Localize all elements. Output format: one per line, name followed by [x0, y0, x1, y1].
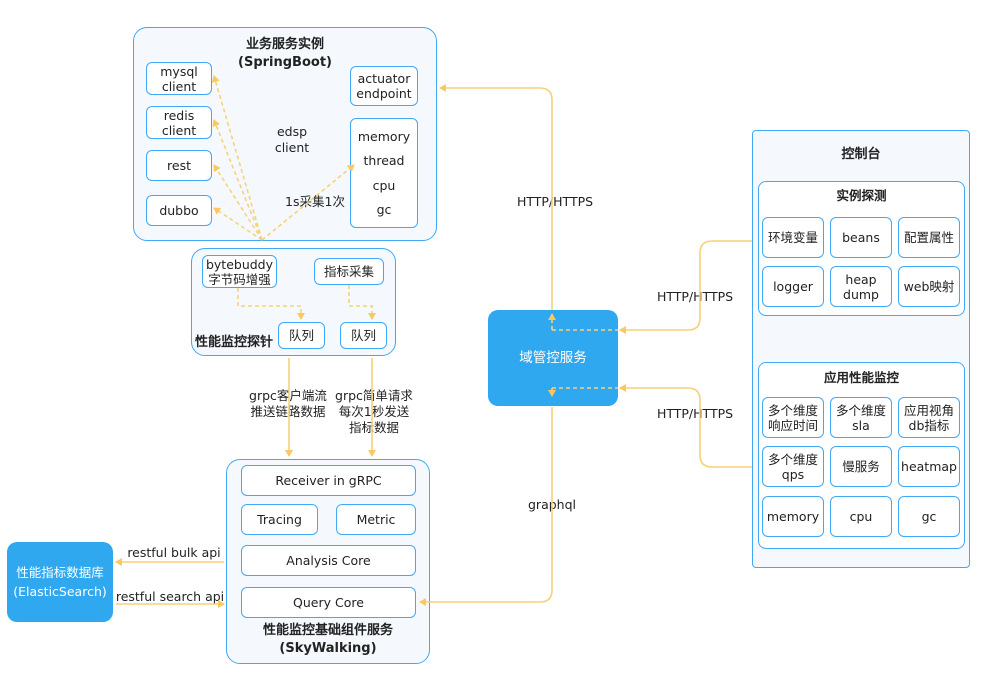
apm-item-sla: 多个维度 sla: [830, 397, 892, 438]
apm-item-heatmap: heatmap: [898, 446, 960, 487]
apm-item-response-time: 多个维度 响应时间: [762, 397, 824, 438]
apm-item-memory: memory: [762, 496, 824, 537]
runtime-metrics-box: memory thread cpu gc: [350, 118, 418, 228]
probe-title: 性能监控探针: [194, 335, 273, 350]
instance-probe-title: 实例探测: [836, 188, 887, 203]
metric-memory-label: memory: [357, 128, 411, 144]
instrumentation-dashed-lines: [211, 75, 618, 397]
dubbo-box: dubbo: [146, 195, 212, 226]
tracing-box: Tracing: [241, 504, 318, 535]
http-probe-label: HTTP/HTTPS: [656, 289, 734, 304]
metric-collect-box: 指标采集: [314, 258, 384, 285]
business-service-title: 业务服务实例 (SpringBoot): [238, 37, 332, 70]
probe-item-beans: beans: [830, 217, 892, 258]
apm-item-qps: 多个维度 qps: [762, 446, 824, 487]
actuator-endpoint-box: actuator endpoint: [350, 66, 418, 106]
console-apm-connector: [619, 384, 752, 468]
console-probe-connector: [619, 240, 752, 334]
apm-item-gc: gc: [898, 496, 960, 537]
graphql-connector: [419, 407, 553, 606]
analysis-core-box: Analysis Core: [241, 545, 416, 576]
domain-to-business-arrow: [439, 84, 553, 310]
apm-item-db-metrics: 应用视角 db指标: [898, 397, 960, 438]
grpc-simple-label: grpc简单请求 每次1秒发送 指标数据: [335, 388, 413, 435]
bytebuddy-box: bytebuddy 字节码增强: [202, 255, 277, 288]
metric-thread-label: thread: [363, 153, 405, 169]
queue-left-box: 队列: [278, 322, 325, 349]
grpc-stream-label: grpc客户端流 推送链路数据: [249, 388, 327, 419]
collect-interval-label: 1s采集1次: [285, 194, 345, 209]
http-business-label: HTTP/HTTPS: [516, 194, 594, 209]
metric-box: Metric: [336, 504, 416, 535]
mysql-client-box: mysql client: [146, 62, 212, 95]
probe-item-logger: logger: [762, 266, 824, 307]
probe-item-env: 环境变量: [762, 217, 824, 258]
apm-item-slow-service: 慢服务: [830, 446, 892, 487]
queue-right-box: 队列: [340, 322, 387, 349]
probe-item-web-mapping: web映射: [898, 266, 960, 307]
edsp-client-label: edsp client: [274, 124, 310, 155]
probe-item-config: 配置属性: [898, 217, 960, 258]
receiver-grpc-box: Receiver in gRPC: [241, 465, 416, 496]
skywalking-title: 性能监控基础组件服务 (SkyWalking): [262, 623, 393, 656]
probe-item-heap-dump: heap dump: [830, 266, 892, 307]
redis-client-box: redis client: [146, 106, 212, 139]
metric-cpu-label: cpu: [372, 177, 396, 193]
apm-item-cpu: cpu: [830, 496, 892, 537]
metric-gc-label: gc: [376, 202, 392, 218]
console-title: 控制台: [841, 147, 881, 162]
restful-bulk-label: restful bulk api: [127, 545, 221, 560]
restful-search-label: restful search api: [115, 589, 225, 604]
rest-box: rest: [146, 150, 212, 181]
http-apm-label: HTTP/HTTPS: [656, 406, 734, 421]
apm-title: 应用性能监控: [823, 370, 899, 385]
query-core-box: Query Core: [241, 587, 416, 618]
metrics-database-box: 性能指标数据库 (ElasticSearch): [7, 542, 113, 622]
